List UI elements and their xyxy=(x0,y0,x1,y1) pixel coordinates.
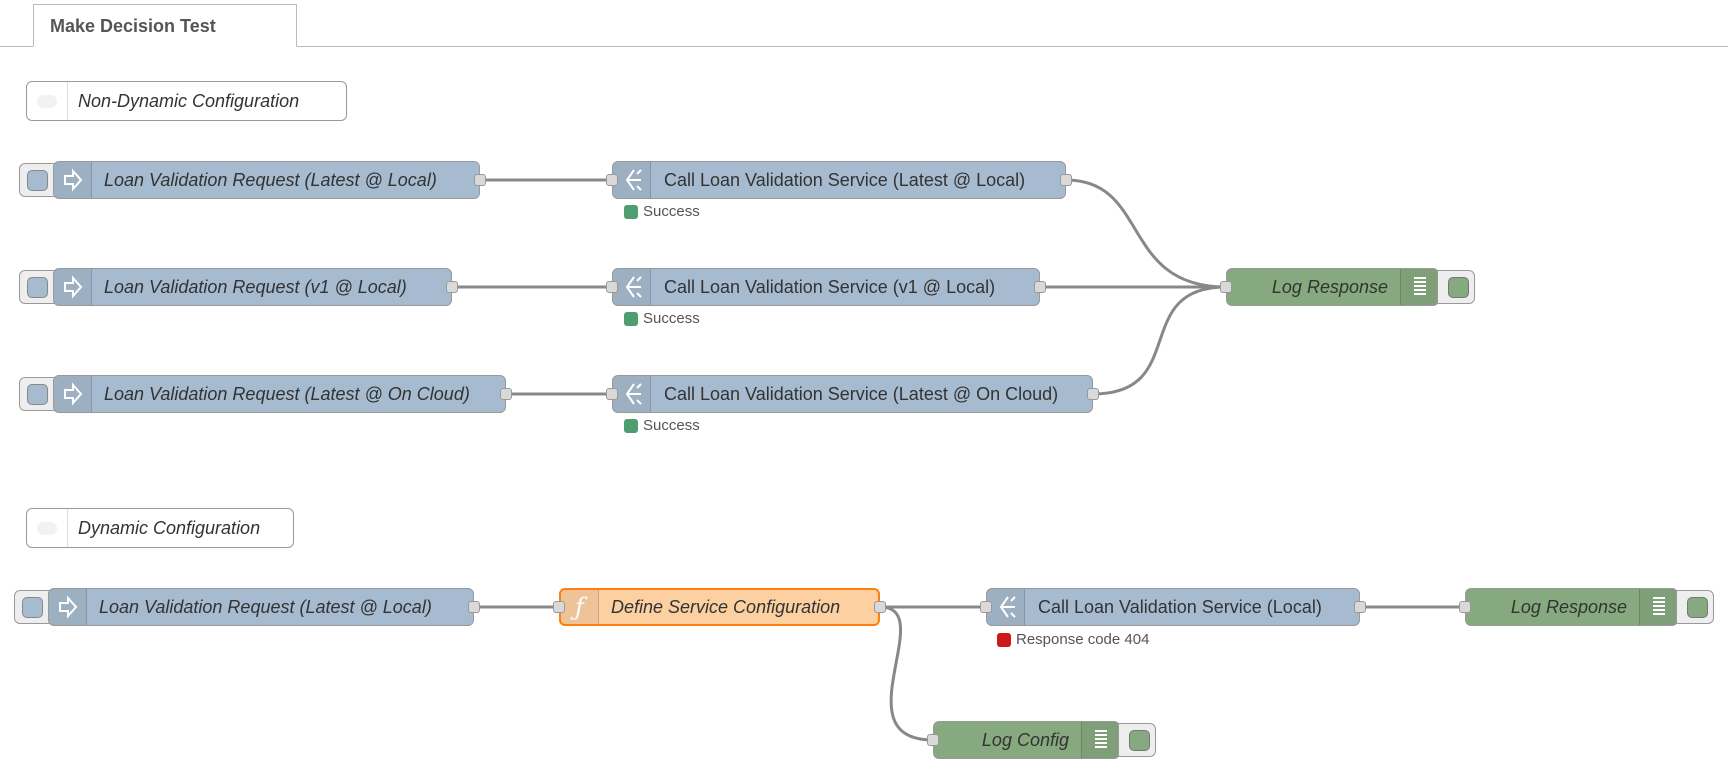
workspace-tab-bar: Make Decision Test xyxy=(0,0,1728,47)
tab-bar-divider xyxy=(0,46,1728,47)
function-node-define-config[interactable]: ƒ Define Service Configuration xyxy=(553,588,886,626)
output-port[interactable] xyxy=(1354,601,1366,613)
input-port[interactable] xyxy=(606,388,618,400)
function-icon: ƒ xyxy=(561,590,599,624)
input-port[interactable] xyxy=(606,174,618,186)
comment-icon xyxy=(27,82,68,120)
input-port[interactable] xyxy=(927,734,939,746)
output-port[interactable] xyxy=(468,601,480,613)
comment-label: Dynamic Configuration xyxy=(78,517,261,538)
output-port[interactable] xyxy=(500,388,512,400)
node-label: Call Loan Validation Service (v1 @ Local… xyxy=(664,276,996,297)
output-port[interactable] xyxy=(1087,388,1099,400)
inject-trigger-button[interactable] xyxy=(19,377,55,411)
http-request-node-v1-local[interactable]: Call Loan Validation Service (v1 @ Local… xyxy=(606,268,1046,306)
comment-label: Non-Dynamic Configuration xyxy=(78,90,300,111)
white-globe-icon xyxy=(613,376,651,412)
output-port[interactable] xyxy=(1034,281,1046,293)
debug-node-log-response[interactable]: Log Response xyxy=(1220,268,1475,306)
status-dot-icon xyxy=(624,311,638,326)
debug-toggle-button[interactable] xyxy=(1676,590,1714,624)
output-port[interactable] xyxy=(446,281,458,293)
list-icon xyxy=(1639,589,1677,625)
input-port[interactable] xyxy=(606,281,618,293)
wire xyxy=(879,605,934,742)
arrow-in-icon xyxy=(54,162,92,198)
node-status: Success xyxy=(624,203,700,220)
status-dot-icon xyxy=(624,418,638,433)
node-label: Loan Validation Request (v1 @ Local) xyxy=(104,276,407,297)
wire xyxy=(1092,285,1227,396)
node-label: Log Response xyxy=(1271,276,1388,297)
debug-node-log-config[interactable]: Log Config xyxy=(927,721,1156,759)
debug-toggle-button[interactable] xyxy=(1118,723,1156,757)
http-request-node-latest-cloud[interactable]: Call Loan Validation Service (Latest @ O… xyxy=(606,375,1099,413)
node-label: Define Service Configuration xyxy=(611,596,841,617)
status-dot-icon xyxy=(997,632,1011,647)
node-label: Loan Validation Request (Latest @ On Clo… xyxy=(104,383,470,404)
inject-trigger-button[interactable] xyxy=(19,270,55,304)
white-globe-icon xyxy=(613,162,651,198)
inject-node-latest-cloud[interactable]: Loan Validation Request (Latest @ On Clo… xyxy=(19,375,512,413)
input-port[interactable] xyxy=(1220,281,1232,293)
comment-dynamic-configuration[interactable]: Dynamic Configuration xyxy=(26,508,294,548)
node-label: Call Loan Validation Service (Local) xyxy=(1038,596,1322,617)
comment-non-dynamic-configuration[interactable]: Non-Dynamic Configuration xyxy=(26,81,347,121)
arrow-in-icon xyxy=(54,376,92,412)
node-status: Success xyxy=(624,417,700,434)
http-request-node-local[interactable]: Call Loan Validation Service (Local) xyxy=(980,588,1366,626)
arrow-in-icon xyxy=(49,589,87,625)
debug-toggle-button[interactable] xyxy=(1437,270,1475,304)
node-label: Call Loan Validation Service (Latest @ L… xyxy=(664,169,1026,190)
inject-node-dynamic[interactable]: Loan Validation Request (Latest @ Local) xyxy=(14,588,480,626)
debug-node-log-response-2[interactable]: Log Response xyxy=(1459,588,1714,626)
list-icon xyxy=(1400,269,1438,305)
arrow-in-icon xyxy=(54,269,92,305)
inject-trigger-button[interactable] xyxy=(14,590,50,624)
node-status: Success xyxy=(624,310,700,327)
output-port[interactable] xyxy=(474,174,486,186)
node-label: Log Response xyxy=(1510,596,1627,617)
node-status: Response code 404 xyxy=(997,631,1149,648)
inject-node-latest-local[interactable]: Loan Validation Request (Latest @ Local) xyxy=(19,161,486,199)
tab-make-decision-test[interactable]: Make Decision Test xyxy=(33,4,297,47)
white-globe-icon xyxy=(987,589,1025,625)
output-port[interactable] xyxy=(874,601,886,613)
inject-trigger-button[interactable] xyxy=(19,163,55,197)
input-port[interactable] xyxy=(1459,601,1471,613)
node-label: Log Config xyxy=(981,729,1069,750)
node-label: Loan Validation Request (Latest @ Local) xyxy=(99,596,432,617)
inject-node-v1-local[interactable]: Loan Validation Request (v1 @ Local) xyxy=(19,268,458,306)
node-label: Loan Validation Request (Latest @ Local) xyxy=(104,169,437,190)
list-icon xyxy=(1081,722,1119,758)
http-request-node-latest-local[interactable]: Call Loan Validation Service (Latest @ L… xyxy=(606,161,1072,199)
output-port[interactable] xyxy=(1060,174,1072,186)
input-port[interactable] xyxy=(553,601,565,613)
node-label: Call Loan Validation Service (Latest @ O… xyxy=(664,383,1059,404)
white-globe-icon xyxy=(613,269,651,305)
status-dot-icon xyxy=(624,204,638,219)
wire xyxy=(1065,178,1227,289)
input-port[interactable] xyxy=(980,601,992,613)
comment-icon xyxy=(27,509,68,547)
